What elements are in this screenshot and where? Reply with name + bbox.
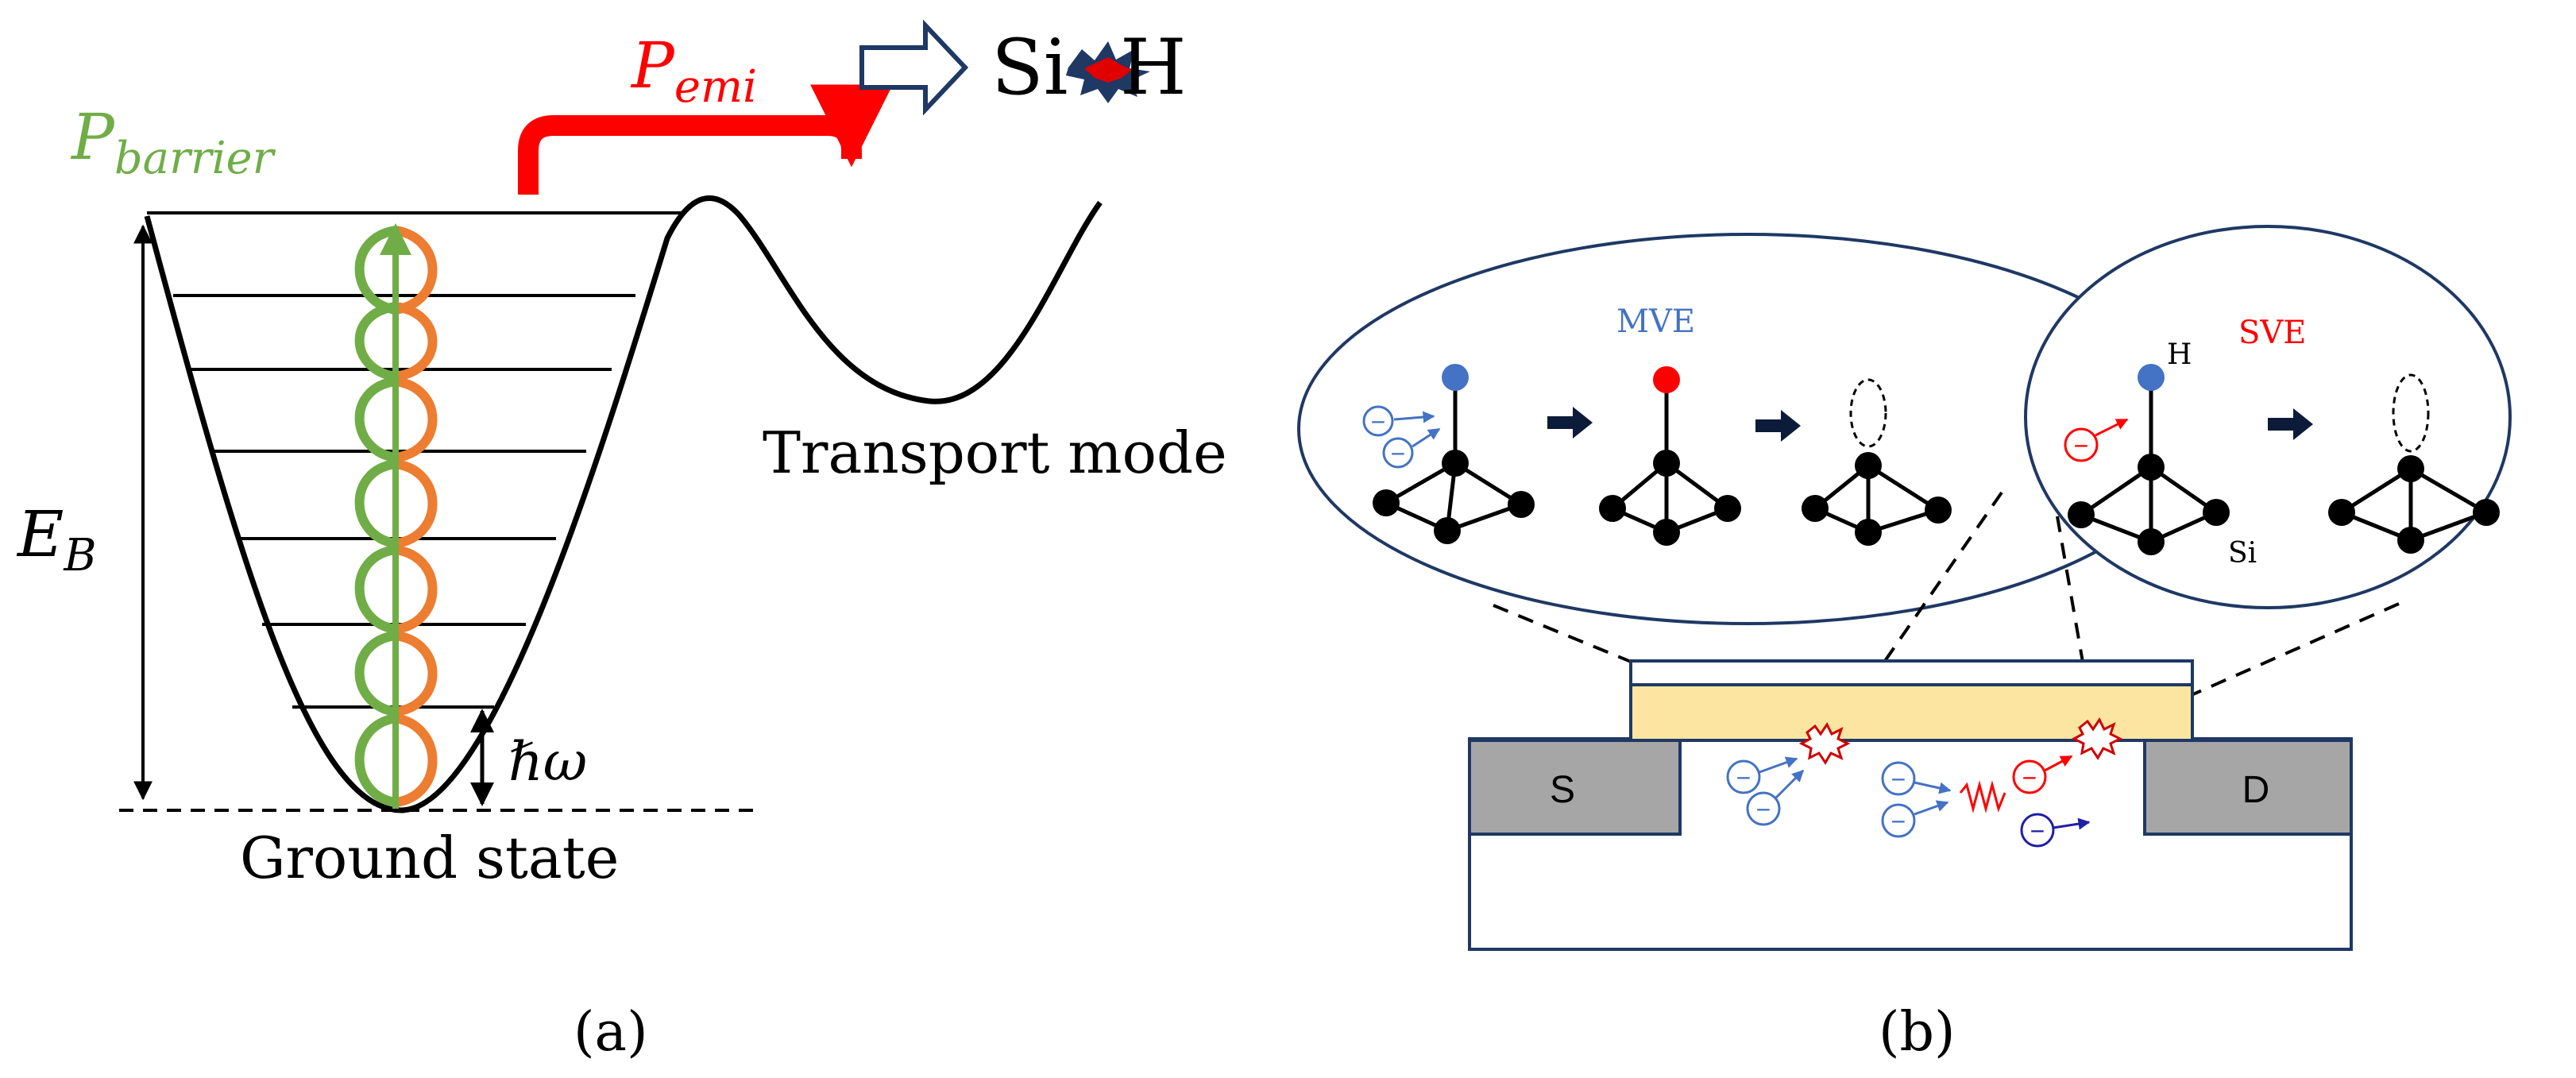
ground-state-label: Ground state bbox=[240, 825, 619, 891]
channel-electrons-middle: − − bbox=[1881, 761, 2006, 838]
sve-electron: − bbox=[2064, 418, 2129, 462]
electron-icon bbox=[2012, 759, 2047, 794]
source-contact bbox=[1468, 739, 1682, 836]
electron-icon bbox=[1726, 759, 1761, 794]
transport-mode-label: Transport mode bbox=[763, 419, 1227, 486]
potential-well-curve bbox=[144, 195, 1103, 813]
ladder-loop bbox=[354, 377, 438, 462]
molecule-sve-2 bbox=[2328, 373, 2500, 554]
vacancy-icon bbox=[1849, 378, 1887, 448]
drain-contact bbox=[2143, 739, 2353, 836]
mve-label: MVE bbox=[1616, 303, 1695, 340]
source-label: S bbox=[1550, 769, 1575, 811]
svg-text:−: − bbox=[2022, 763, 2037, 792]
svg-text:−: − bbox=[1756, 795, 1771, 824]
channel-electrons-right: − − bbox=[2012, 755, 2091, 848]
eb-label: EB bbox=[16, 497, 97, 582]
drain-label: D bbox=[2242, 769, 2270, 811]
vibrational-ladder bbox=[354, 223, 438, 809]
p-emi-arrow bbox=[518, 84, 893, 195]
bond-spark-icon bbox=[1084, 57, 1132, 83]
svg-text:−: − bbox=[1891, 765, 1906, 794]
electron-icon bbox=[1746, 791, 1781, 826]
caption-a: (a) bbox=[574, 1001, 648, 1064]
electron-icon bbox=[1362, 405, 1394, 437]
ladder-loop bbox=[354, 631, 438, 717]
svg-text:−: − bbox=[2030, 817, 2045, 845]
molecule-mve-1 bbox=[1373, 364, 1535, 544]
si-atom-label: Si bbox=[2228, 537, 2257, 570]
phonon-wave-icon bbox=[1959, 780, 2006, 813]
electron-icon bbox=[1881, 761, 1916, 796]
sve-bubble bbox=[2024, 225, 2512, 609]
svg-text:−: − bbox=[1371, 408, 1386, 436]
process-arrow-icon bbox=[1755, 410, 1801, 442]
electron-icon bbox=[2064, 427, 2099, 462]
process-arrow-icon bbox=[2268, 408, 2313, 440]
svg-text:−: − bbox=[1891, 807, 1906, 836]
panel-a: EB ℏω bbox=[16, 19, 1227, 1064]
hollow-arrow-icon bbox=[859, 19, 969, 116]
p-barrier-label: Pbarrier bbox=[70, 100, 276, 184]
ladder-loop bbox=[354, 302, 438, 381]
caption-b: (b) bbox=[1879, 1001, 1956, 1064]
channel-electrons-left: − − bbox=[1726, 756, 1805, 826]
svg-text:−: − bbox=[1391, 439, 1406, 468]
electron-icon bbox=[2020, 813, 2055, 848]
h-atom bbox=[1442, 364, 1469, 391]
h-atom-label: H bbox=[2167, 338, 2192, 371]
molecule-mve-2 bbox=[1599, 366, 1741, 546]
electron-icon bbox=[1881, 803, 1916, 838]
hbar-omega-label: ℏω bbox=[508, 731, 587, 794]
ladder-loop bbox=[354, 545, 438, 634]
svg-text:−: − bbox=[1736, 763, 1751, 792]
sve-label: SVE bbox=[2238, 315, 2307, 351]
si-label: Si bbox=[991, 23, 1068, 112]
h-label: H bbox=[1120, 23, 1187, 112]
panel-b: MVE − − bbox=[1297, 225, 2512, 1064]
energy-levels bbox=[147, 211, 685, 709]
process-arrow-icon bbox=[1547, 407, 1593, 439]
p-emi-label: Pemi bbox=[630, 29, 757, 113]
electron-icon bbox=[1382, 437, 1414, 469]
vacancy-icon bbox=[2392, 373, 2430, 453]
defect-spark-icon bbox=[1798, 722, 1851, 765]
mve-electrons: − − bbox=[1362, 405, 1441, 469]
ladder-loop bbox=[354, 459, 438, 548]
h-atom bbox=[2138, 364, 2165, 391]
molecule-sve-1 bbox=[2068, 364, 2230, 555]
molecule-mve-3 bbox=[1802, 378, 1952, 546]
ladder-loop bbox=[354, 713, 438, 807]
defect-spark-icon bbox=[2071, 717, 2123, 760]
svg-text:−: − bbox=[2074, 431, 2089, 460]
gate-top-layer bbox=[1629, 659, 2194, 686]
h-atom-excited bbox=[1653, 366, 1680, 393]
